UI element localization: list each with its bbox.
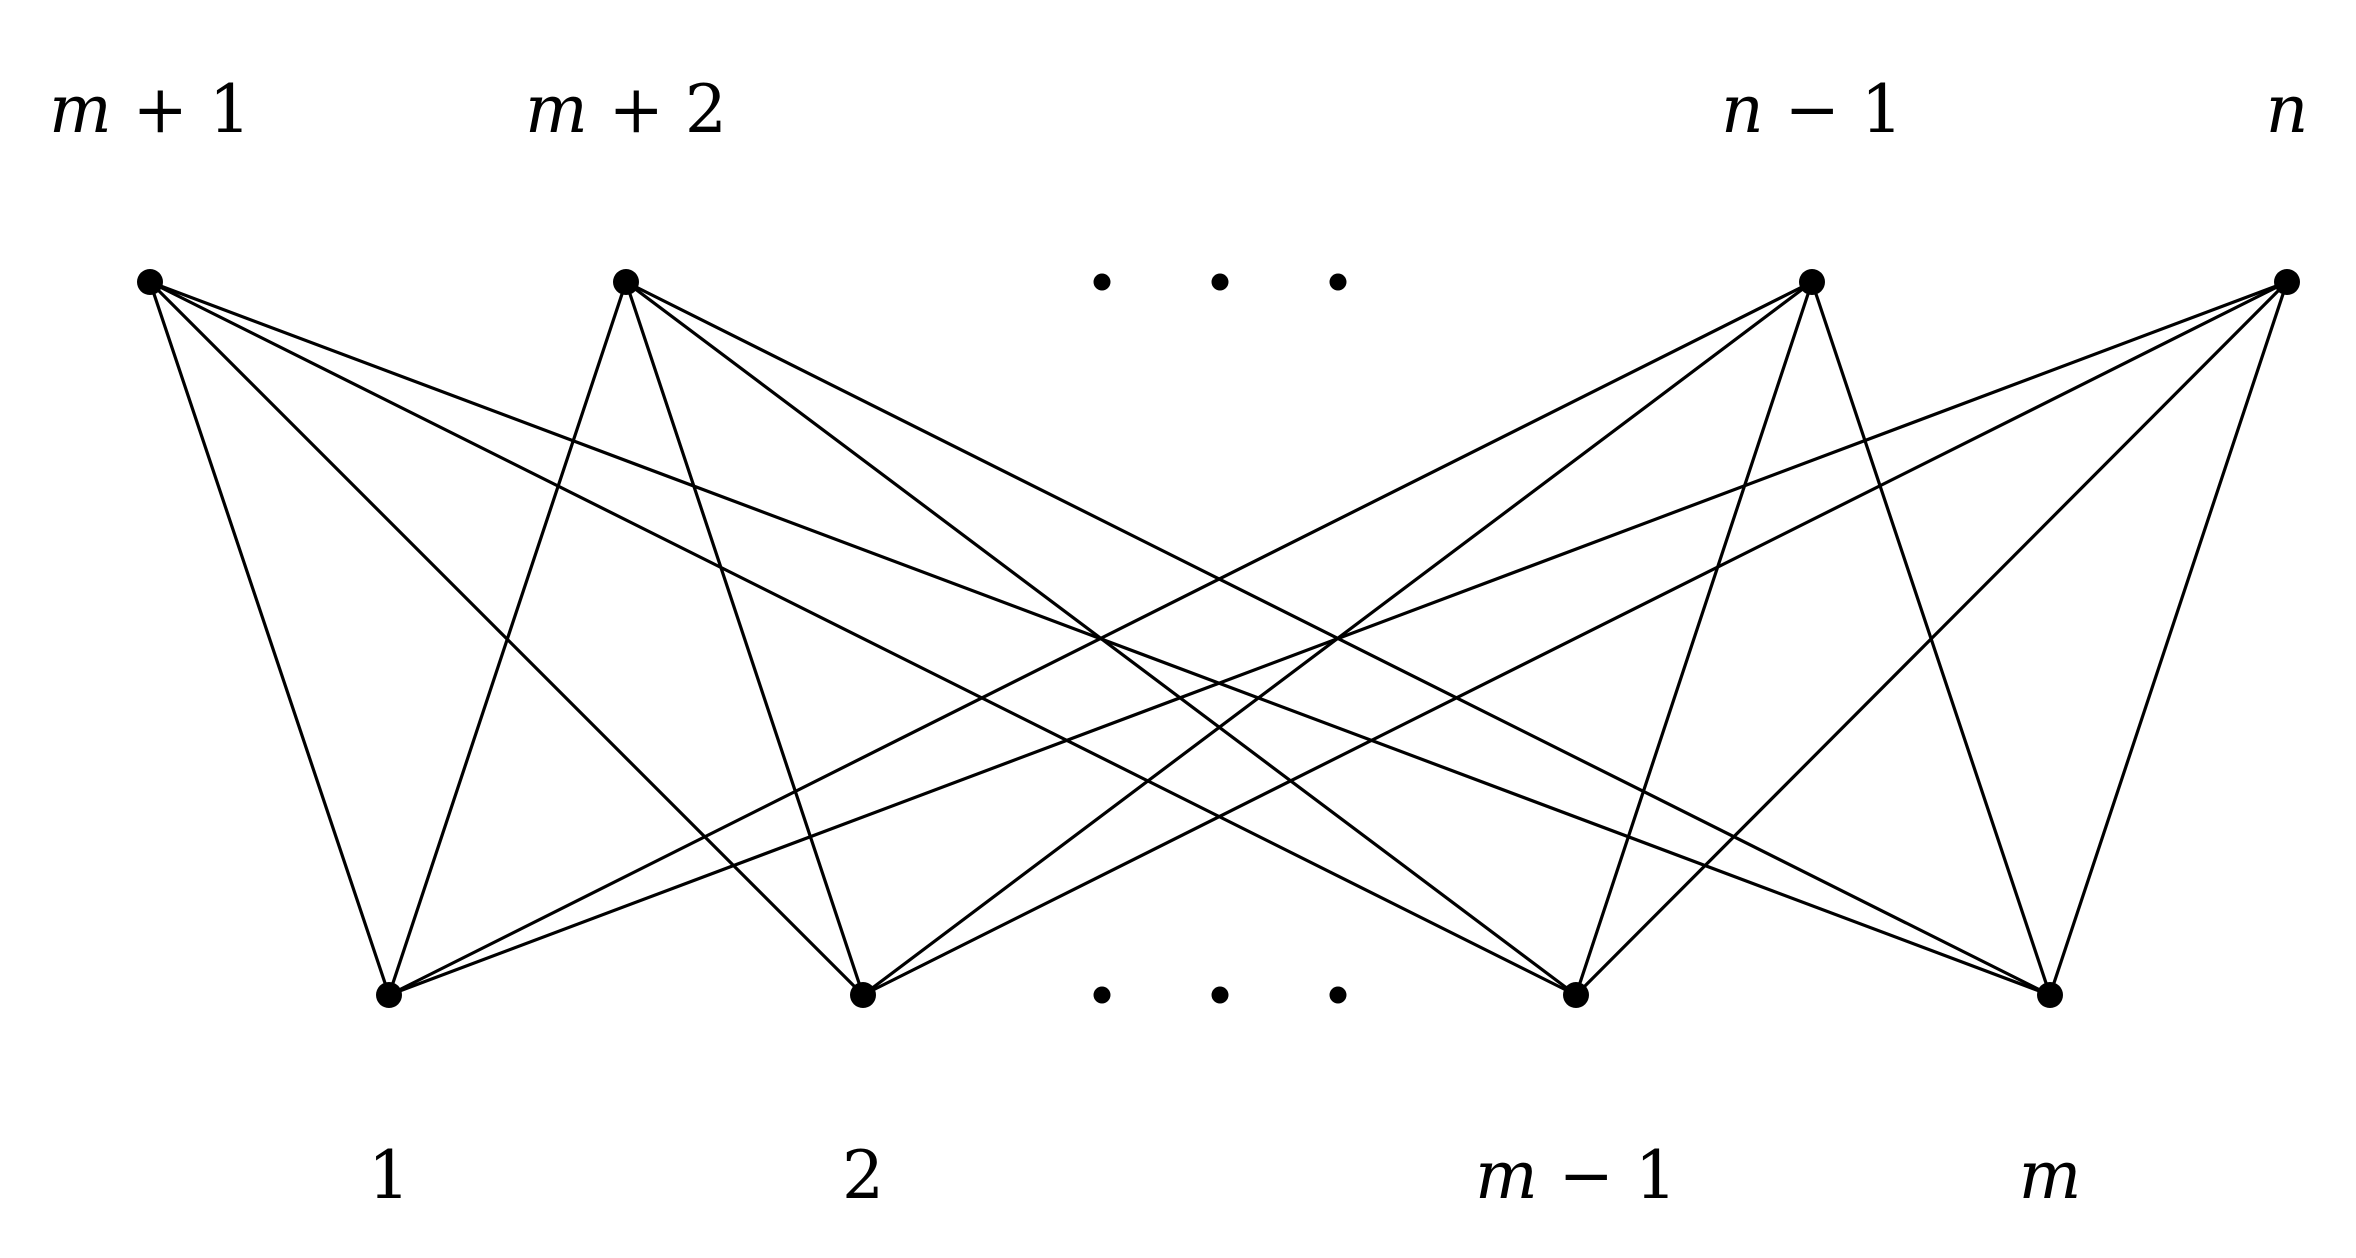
vertex-bottom-b2 — [850, 982, 876, 1008]
vertex-label-top-t1: m + 1 — [49, 71, 251, 148]
vertex-label-part: 1 — [368, 1137, 410, 1214]
vertex-label-part: m — [2019, 1137, 2082, 1214]
vertex-label-part: + 1 — [112, 71, 251, 148]
vertex-label-bottom-b1: 1 — [368, 1137, 410, 1214]
edge-t1-b1 — [148, 281, 391, 996]
vertex-top-t2 — [613, 269, 639, 295]
ellipsis-dot-bottom-2 — [1211, 986, 1229, 1004]
vertex-label-top-t2: m + 2 — [525, 71, 727, 148]
vertex-label-bottom-b3: m − 1 — [1475, 1137, 1677, 1214]
edge-t4-b3 — [1574, 280, 2289, 997]
vertex-label-top-t3: n − 1 — [1721, 71, 1903, 148]
vertex-label-top-t4: n — [2266, 71, 2309, 148]
edge-t1-b3 — [149, 280, 1577, 997]
edge-t3-b3 — [1574, 281, 1814, 996]
edge-t3-b1 — [388, 280, 1813, 997]
vertex-label-part: − 1 — [1538, 1137, 1677, 1214]
ellipsis-dot-bottom-1 — [1093, 986, 1111, 1004]
vertex-layer — [137, 269, 2300, 1008]
ellipsis-dot-top-1 — [1093, 273, 1111, 291]
vertex-top-t1 — [137, 269, 163, 295]
edge-t2-b1 — [387, 281, 628, 996]
edge-layer — [148, 280, 2289, 997]
ellipsis-layer — [1093, 273, 1347, 1004]
ellipsis-dot-top-2 — [1211, 273, 1229, 291]
edge-t4-b4 — [2048, 281, 2289, 996]
vertex-label-part: n — [2266, 71, 2309, 148]
vertex-label-part: − 1 — [1764, 71, 1903, 148]
edge-t2-b2 — [624, 281, 865, 996]
vertex-label-part: m — [1475, 1137, 1538, 1214]
vertex-label-part: m — [49, 71, 112, 148]
edge-t4-b2 — [862, 280, 2288, 997]
vertex-label-part: m — [525, 71, 588, 148]
vertex-bottom-b3 — [1563, 982, 1589, 1008]
vertex-bottom-b1 — [376, 982, 402, 1008]
vertex-label-bottom-b2: 2 — [842, 1137, 884, 1214]
vertex-label-part: + 2 — [588, 71, 727, 148]
edge-t4-b1 — [388, 280, 2288, 997]
ellipsis-dot-top-3 — [1329, 273, 1347, 291]
vertex-top-t4 — [2274, 269, 2300, 295]
vertex-bottom-b4 — [2037, 982, 2063, 1008]
vertex-label-part: n — [1721, 71, 1764, 148]
vertex-label-part: 2 — [842, 1137, 884, 1214]
ellipsis-dot-bottom-3 — [1329, 986, 1347, 1004]
vertex-label-bottom-b4: m — [2019, 1137, 2082, 1214]
vertex-top-t3 — [1799, 269, 1825, 295]
